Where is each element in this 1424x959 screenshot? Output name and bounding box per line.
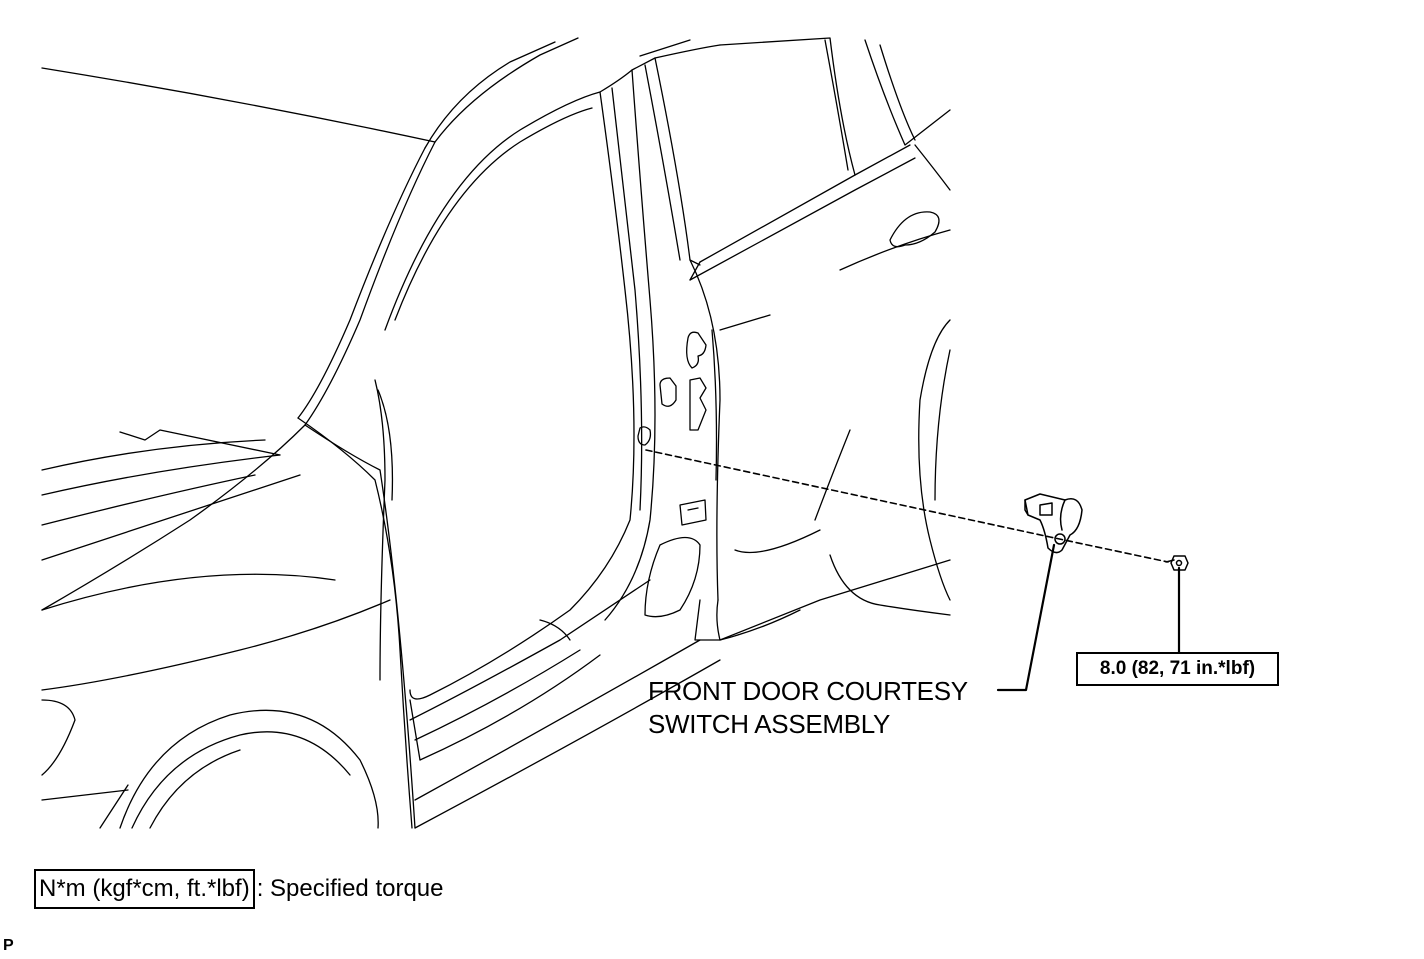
rear-window-frame <box>41 141 436 776</box>
corner-code: P <box>3 937 14 954</box>
legend-unit-box: N*m (kgf*cm, ft.*lbf) <box>34 869 255 909</box>
roof-outline <box>41 37 579 149</box>
courtesy-switch-part <box>1024 493 1083 554</box>
legend: N*m (kgf*cm, ft.*lbf) : Specified torque <box>34 869 444 909</box>
part-label-line1: FRONT DOOR COURTESY <box>648 676 968 706</box>
bolt-part <box>1165 555 1189 571</box>
switch-mount-hole <box>637 426 652 446</box>
part-leader-line <box>996 543 1056 692</box>
rear-wheel-arch <box>41 709 379 829</box>
door-opening-frame <box>297 69 721 829</box>
torque-value-box: 8.0 (82, 71 in.*lbf) <box>1076 652 1279 686</box>
legend-description: : Specified torque <box>256 875 444 902</box>
front-pillar <box>631 39 951 641</box>
part-label-line2: SWITCH ASSEMBLY <box>648 709 891 739</box>
alignment-dashed-line <box>645 449 1169 563</box>
front-door-outline <box>689 37 951 616</box>
